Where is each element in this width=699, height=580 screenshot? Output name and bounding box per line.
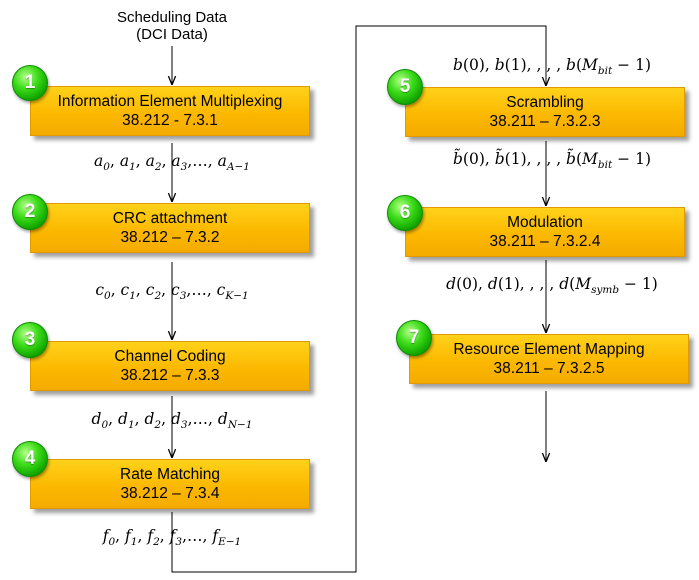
input-label-line1: Scheduling Data bbox=[116, 9, 228, 26]
step-reference: 38.211 – 7.3.2.5 bbox=[493, 360, 605, 377]
step-reference: 38.211 – 7.3.2.4 bbox=[489, 233, 601, 250]
step-reference: 38.212 – 7.3.4 bbox=[120, 485, 220, 502]
green-number-circle-icon: 6 bbox=[387, 195, 423, 231]
step-reference: 38.212 – 7.3.3 bbox=[120, 367, 220, 384]
step-title: Rate Matching bbox=[120, 466, 220, 483]
step-reference: 38.211 – 7.3.2.3 bbox=[489, 113, 601, 130]
sequence-f-label: f0, f1, f2, f3,…, fE−1 bbox=[102, 527, 242, 549]
green-number-circle-icon: 7 bbox=[396, 320, 432, 356]
step-title: Modulation bbox=[507, 214, 583, 231]
sequence-b-tilde-label: b̃(0), b̃(1), , , , b̃(Mbit − 1) bbox=[452, 150, 651, 172]
green-number-circle-icon: 2 bbox=[12, 194, 48, 230]
step-reference: 38.212 - 7.3.1 bbox=[122, 112, 218, 129]
step-6-box: Modulation 38.211 – 7.3.2.4 bbox=[405, 207, 685, 257]
sequence-c-label: c0, c1, c2, c3,…, cK−1 bbox=[95, 281, 249, 303]
step-title: CRC attachment bbox=[112, 210, 228, 227]
step-3-box: Channel Coding 38.212 – 7.3.3 bbox=[30, 341, 310, 391]
sequence-d-label: d0, d1, d2, d3,…, dN−1 bbox=[91, 410, 253, 432]
input-label: Scheduling Data (DCI Data) bbox=[92, 9, 252, 43]
step-4-box: Rate Matching 38.212 – 7.3.4 bbox=[30, 459, 310, 509]
step-7-box: Resource Element Mapping 38.211 – 7.3.2.… bbox=[409, 334, 689, 384]
sequence-b-label: b(0), b(1), , , , b(Mbit − 1) bbox=[452, 56, 651, 78]
sequence-a-label: a0, a1, a2, a3,…, aA−1 bbox=[94, 152, 250, 174]
step-title: Scrambling bbox=[506, 94, 584, 111]
green-number-circle-icon: 5 bbox=[387, 69, 423, 105]
step-title: Information Element Multiplexing bbox=[57, 93, 283, 110]
step-1-box: Information Element Multiplexing 38.212 … bbox=[30, 86, 310, 136]
green-number-circle-icon: 4 bbox=[12, 441, 48, 477]
step-2-box: CRC attachment 38.212 – 7.3.2 bbox=[30, 203, 310, 253]
sequence-d-symbol-label: d(0), d(1), , , , d(Msymb − 1) bbox=[446, 275, 658, 297]
green-number-circle-icon: 3 bbox=[12, 322, 48, 358]
green-number-circle-icon: 1 bbox=[12, 65, 48, 101]
step-title: Resource Element Mapping bbox=[453, 341, 645, 358]
input-label-line2: (DCI Data) bbox=[136, 26, 208, 43]
step-title: Channel Coding bbox=[114, 348, 226, 365]
step-reference: 38.212 – 7.3.2 bbox=[120, 229, 220, 246]
arrow-down-icon bbox=[171, 25, 546, 573]
step-5-box: Scrambling 38.211 – 7.3.2.3 bbox=[405, 87, 685, 137]
